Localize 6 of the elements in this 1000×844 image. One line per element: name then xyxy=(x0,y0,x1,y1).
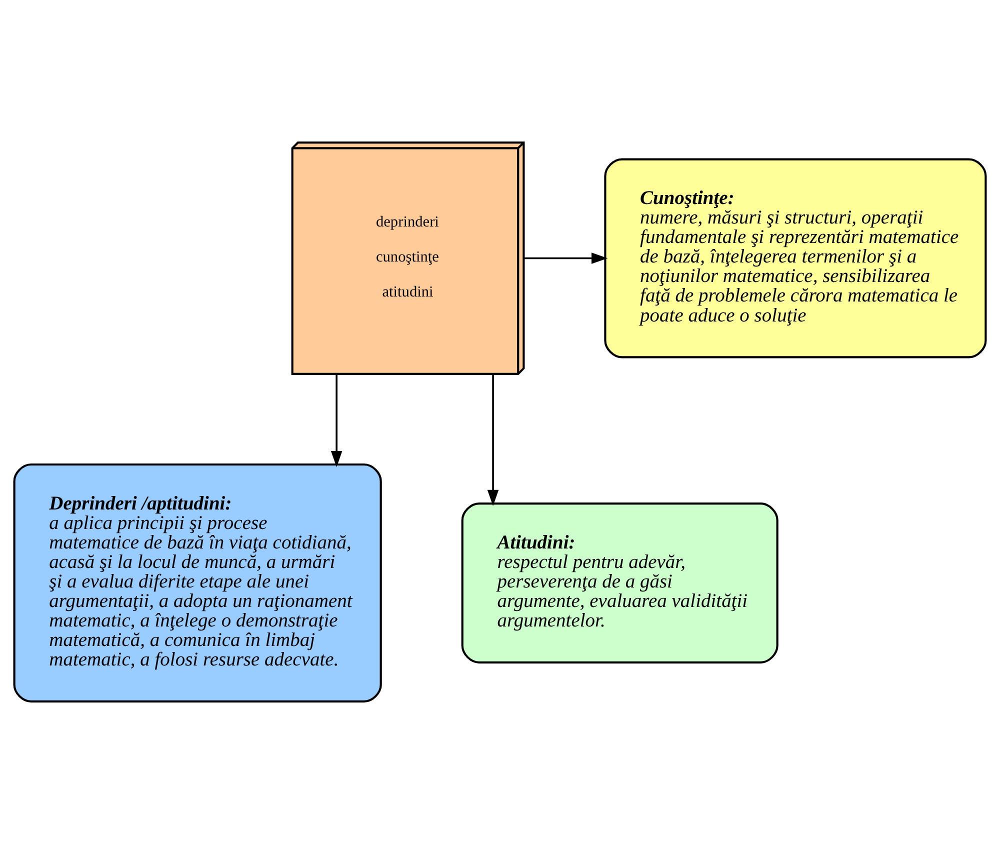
node-box: Cunoştinţe: numere, măsuri şi structuri, operaţii fundamentale şi reprezentări matematice de bază, înţelegerea termenilor şi a noţiunilor matematice, sensibilizarea faţă de problemele cărora matematica le poate aduce o soluţie xyxy=(604,158,987,358)
arrow xyxy=(524,252,608,264)
arrow xyxy=(487,374,499,506)
node-box: Deprinderi /aptitudini: a aplica principii şi procese matematice de bază în viaţa cotidiană, acasă şi la locul de muncă, a urmări şi a evalua diferite etape ale unei argumentaţii, a adopta un raţionament matematic, a înţelege o demonstraţie matematică, a comunica în limbaj matematic, a folosi resurse adecvate. xyxy=(13,463,382,702)
arrow xyxy=(330,374,342,468)
node-box: Atitudini: respectul pentru adevăr, perseverenţa de a găsi argumente, evaluarea validităţii argumentelor. xyxy=(461,502,778,664)
